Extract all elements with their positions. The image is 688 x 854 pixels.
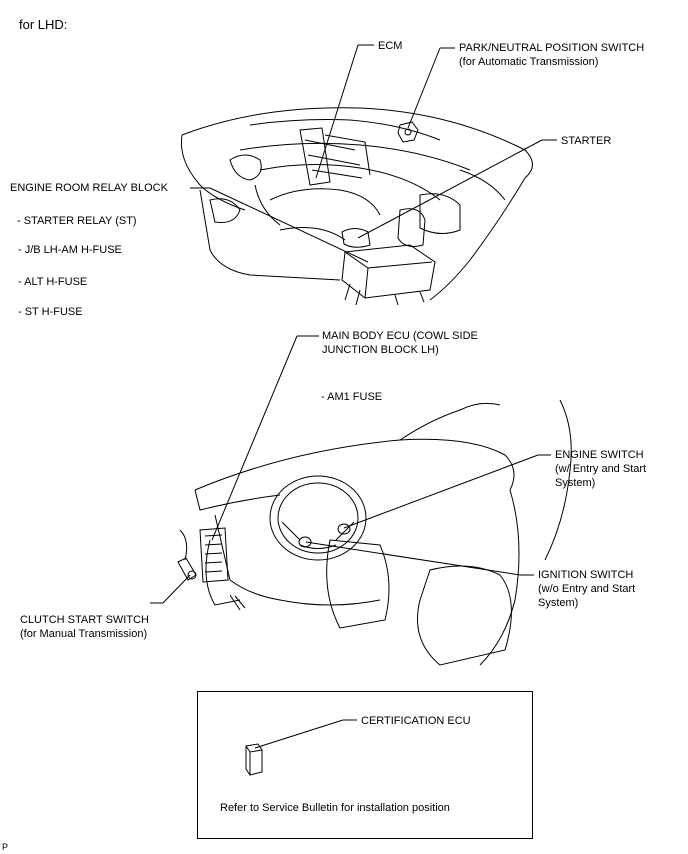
engine-room-relay-block-label: ENGINE ROOM RELAY BLOCK: [10, 182, 168, 194]
clutch-start-line2: (for Manual Transmission): [20, 628, 148, 640]
park-neutral-line1: PARK/NEUTRAL POSITION SWITCH: [459, 42, 645, 54]
dashboard-leader-lines: [150, 335, 551, 604]
certification-ecu-label: CERTIFICATION ECU: [361, 715, 471, 727]
ecm-label: ECM: [378, 40, 403, 52]
engine-bay-illustration: [180, 107, 533, 306]
starter-relay-label: - STARTER RELAY (ST): [17, 215, 137, 227]
am1-fuse-label: - AM1 FUSE: [321, 391, 383, 403]
engine-leader-lines: [190, 44, 557, 263]
for-lhd-heading: for LHD:: [19, 17, 68, 32]
ignition-switch-line3: System): [538, 597, 579, 609]
clutch-start-switch-label: CLUTCH START SWITCH (for Manual Transmis…: [20, 613, 149, 641]
main-body-ecu-line2: JUNCTION BLOCK LH): [322, 344, 439, 356]
engine-switch-label: ENGINE SWITCH (w/ Entry and Start System…: [555, 448, 646, 490]
ignition-switch-label: IGNITION SWITCH (w/o Entry and Start Sys…: [538, 568, 635, 610]
engine-switch-line1: ENGINE SWITCH: [555, 449, 644, 461]
jb-lh-am-fuse-label: - J/B LH-AM H-FUSE: [18, 244, 122, 256]
dashboard-illustration: [177, 399, 572, 666]
alt-fuse-label: - ALT H-FUSE: [18, 276, 88, 288]
certification-ecu-illustration: [245, 719, 357, 776]
starter-label: STARTER: [561, 135, 612, 147]
main-body-ecu-label: MAIN BODY ECU (COWL SIDE JUNCTION BLOCK …: [322, 329, 478, 357]
st-fuse-label: - ST H-FUSE: [18, 306, 83, 318]
main-body-ecu-line1: MAIN BODY ECU (COWL SIDE: [322, 330, 478, 342]
ignition-switch-line2: (w/o Entry and Start: [538, 583, 636, 595]
engine-switch-line2: (w/ Entry and Start: [555, 463, 647, 475]
park-neutral-line2: (for Automatic Transmission): [459, 56, 599, 68]
certification-ecu-box: [197, 691, 533, 839]
engine-switch-line3: System): [555, 477, 596, 489]
figure-code: P: [2, 842, 9, 852]
clutch-start-line1: CLUTCH START SWITCH: [20, 614, 149, 626]
ignition-switch-line1: IGNITION SWITCH: [538, 569, 634, 581]
service-bulletin-note: Refer to Service Bulletin for installati…: [220, 802, 450, 814]
park-neutral-switch-label: PARK/NEUTRAL POSITION SWITCH (for Automa…: [459, 41, 644, 69]
